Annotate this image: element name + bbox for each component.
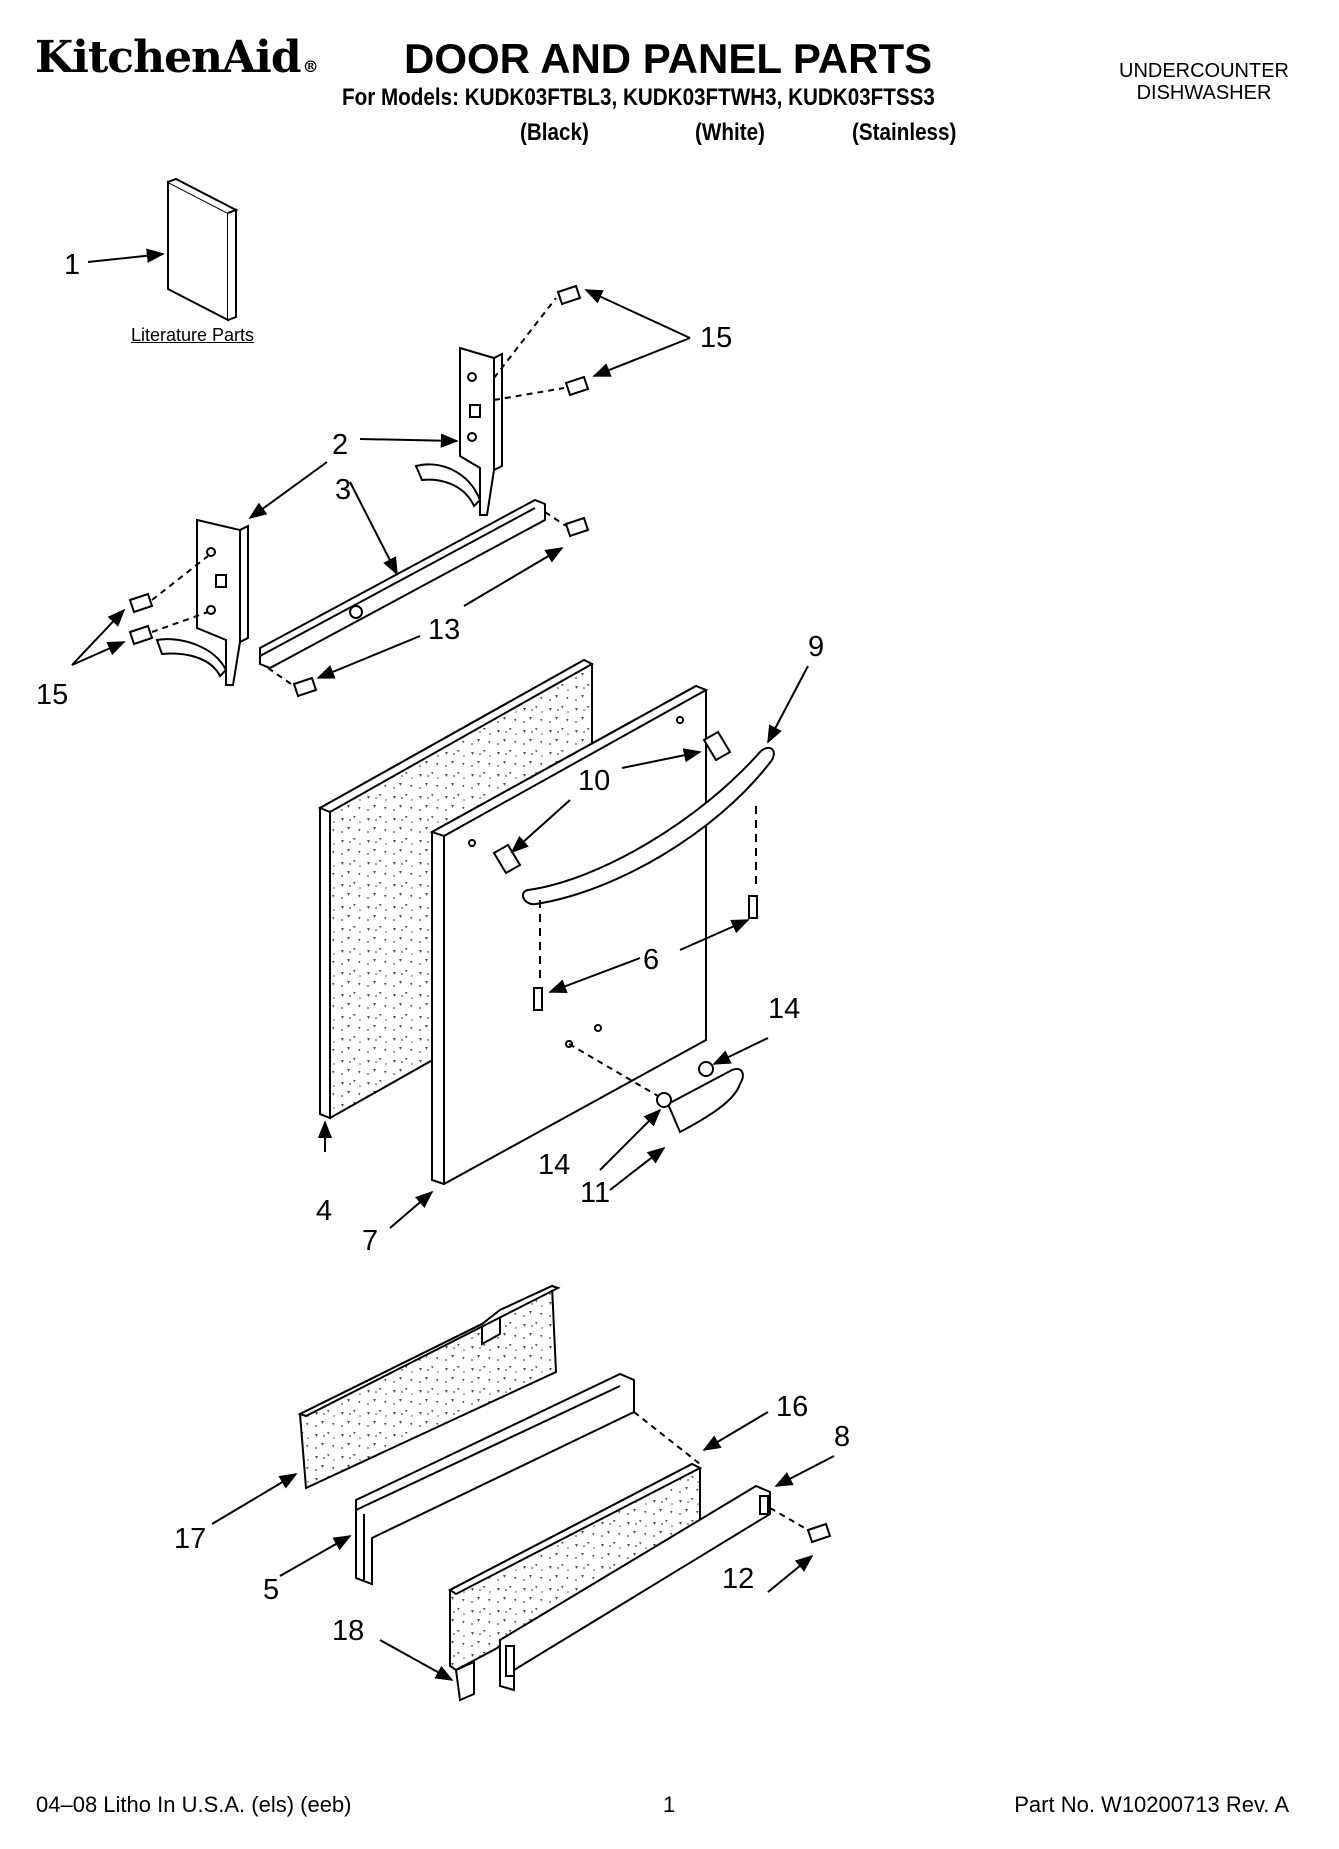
appliance-type: UNDERCOUNTER DISHWASHER	[1119, 60, 1289, 104]
callout-17: 17	[174, 1523, 206, 1555]
toe-insulation-upper	[211, 1284, 561, 1525]
callout-14-lower: 14	[538, 1149, 570, 1181]
callout-13: 13	[428, 614, 460, 646]
brand-logo: KitchenAid®	[35, 36, 319, 80]
variant-stainless: (Stainless)	[852, 119, 957, 146]
door-handle	[521, 665, 809, 906]
screw-set-15-lower	[71, 555, 209, 666]
variant-black: (Black)	[520, 119, 589, 146]
callout-4: 4	[316, 1195, 332, 1227]
callout-7: 7	[362, 1225, 378, 1257]
bezel-and-nuts	[568, 1037, 769, 1191]
callout-2: 2	[332, 429, 348, 461]
appliance-type-line2: DISHWASHER	[1136, 82, 1272, 104]
hinge-bracket-left	[155, 461, 328, 686]
callout-numbers: 1 2 3 4 5 6 7 8 9 10 11 12 13 14 14 15 1…	[36, 249, 850, 1647]
toe-panel-bracket	[279, 1372, 635, 1586]
callout-14-upper: 14	[768, 993, 800, 1025]
hinge-bracket-right	[359, 346, 503, 516]
callout-6: 6	[643, 944, 659, 976]
registered-mark: ®	[302, 57, 319, 76]
callout-15-lower: 15	[36, 679, 68, 711]
print-info: 04–08 Litho In U.S.A. (els) (eeb)	[36, 1792, 352, 1817]
callout-12: 12	[722, 1563, 754, 1595]
appliance-type-line1: UNDERCOUNTER	[1119, 60, 1289, 82]
toe-panel-clip	[379, 1639, 475, 1702]
screw-set-15-upper	[493, 284, 691, 401]
callout-11: 11	[580, 1177, 610, 1209]
door-panel	[389, 684, 709, 1229]
callout-3: 3	[335, 474, 351, 506]
page-number: 1	[663, 1792, 676, 1817]
callout-10: 10	[578, 765, 610, 797]
callout-9: 9	[808, 631, 824, 663]
toe-kick-panel	[499, 1455, 835, 1692]
screw-set-13	[267, 511, 590, 698]
variant-white: (White)	[695, 119, 765, 146]
callout-5: 5	[263, 1574, 279, 1606]
part-number: Part No. W10200713 Rev. A	[1014, 1792, 1289, 1817]
literature-parts-label: Literature Parts	[131, 325, 255, 345]
callout-15-upper: 15	[700, 322, 732, 354]
toe-panel-screw	[767, 1507, 832, 1593]
hinge-rail	[259, 481, 546, 670]
handle-studs	[533, 806, 758, 1011]
callout-8: 8	[834, 1421, 850, 1453]
callout-16: 16	[776, 1391, 808, 1423]
page-title: DOOR AND PANEL PARTS	[404, 35, 933, 82]
literature-booklet	[87, 177, 239, 322]
brand-name: KitchenAid	[35, 32, 302, 83]
models-line: For Models: KUDK03FTBL3, KUDK03FTWH3, KU…	[342, 84, 935, 111]
callout-1: 1	[64, 249, 80, 281]
handle-mounts	[492, 730, 732, 875]
callout-18: 18	[332, 1615, 364, 1647]
